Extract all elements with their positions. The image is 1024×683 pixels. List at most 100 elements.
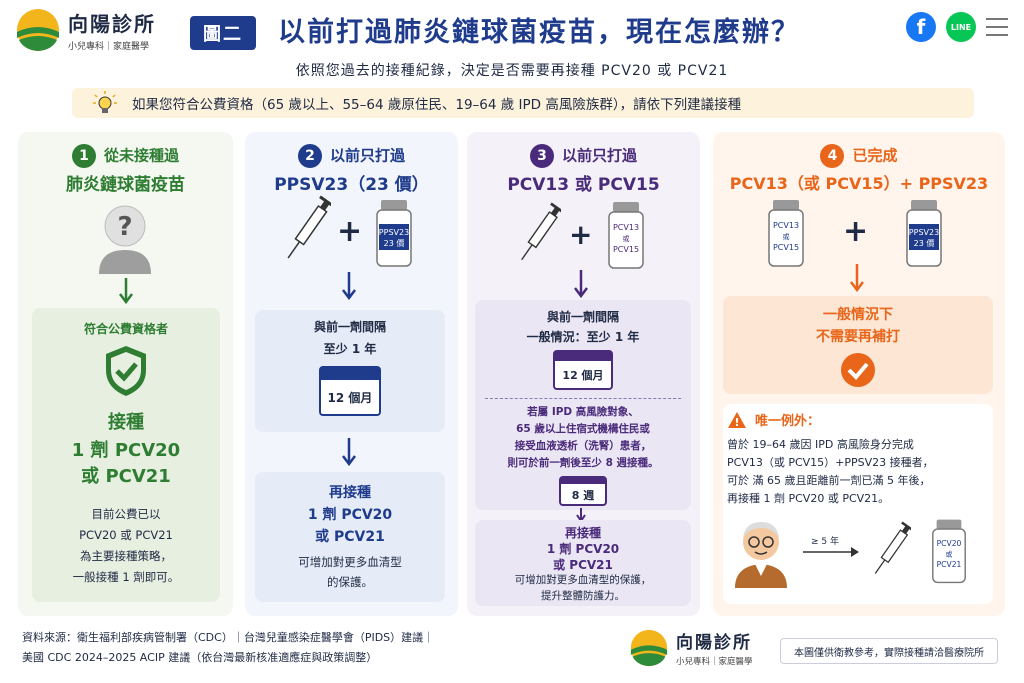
col3-recommendation-box: 再接種 1 劑 PCV20 或 PCV21 可增加對更多血清型的保護， 提升整體… [475,520,691,606]
sun-logo-icon [17,9,59,51]
exception-title: 唯一例外： [755,414,821,429]
plus-icon: + [843,214,869,249]
line-icon[interactable]: LINE [946,12,976,42]
warning-icon: ! [728,411,746,429]
col3-heading-line2: PCV13 或 PCV15 [507,175,660,195]
pcv20-vial-icon: PCV20 或 PCV21 [932,519,966,584]
sun-logo-icon [630,629,668,666]
col3-rec-line2: 1 劑 PCV20 [546,542,620,556]
ppsv23-vial-icon: PPSV23 23 價 [906,200,942,267]
plus-icon: + [337,214,363,249]
col1-recommendation-box: 符合公費資格者 接種 1 劑 PCV20 或 PCV21 目前公費已以 PCV2… [32,308,220,602]
col2-heading-line2: PPSV23（23 價） [274,175,429,195]
col1-rec-line1: 接種 [108,412,144,433]
svg-text:PCV21: PCV21 [937,560,962,569]
col4-exception-box: ! 唯一例外： 曾於 19–64 歲因 IPD 高風險身分完成 PCV13（或 … [723,404,993,604]
figure-tag: 圖二 [190,16,256,50]
col2-recommendation-box: 再接種 1 劑 PCV20 或 PCV21 可增加對更多血清型 的保護。 [255,472,445,602]
svg-text:或: 或 [623,234,630,243]
calendar-icon: 12 個月 [319,366,381,416]
col2-interval-line1: 與前一劑間隔 [313,320,386,334]
col3-interval-box: 與前一劑間隔 一般情況：至少 1 年 12 個月 若屬 IPD 高風險對象、 6… [475,300,691,510]
svg-text:或: 或 [946,550,953,559]
col3-risk-note: 若屬 IPD 高風險對象、 65 歲以上住宿式機構住民或 接受血液透析（洗腎）患… [507,406,659,469]
source-citation: 資料來源：衛生福利部疾病管制署（CDC）｜台灣兒童感染症醫學會（PIDS）建議｜… [22,631,435,664]
svg-text:PCV13: PCV13 [613,223,639,232]
col2-rec-line1: 再接種 [329,485,371,501]
banner-text: 如果您符合公費資格（65 歲以上、55–64 歲原住民、19–64 歲 IPD … [132,97,742,113]
svg-text:?: ? [117,212,132,242]
col4-number: 4 [820,144,845,168]
footer-logo[interactable]: 向陽診所 小兒專科｜家庭醫學 [630,628,753,667]
col1-eligible: 符合公費資格者 [83,322,168,336]
plus-icon: + [569,218,593,251]
calendar-icon: 8 週 [559,476,607,506]
col3-number: 3 [529,144,554,168]
col1-rec-line2: 1 劑 PCV20 [71,440,181,461]
check-circle-icon [841,353,875,387]
arrow-down-icon [574,270,588,298]
col3-note: 可增加對更多血清型的保護， 提升整體防護力。 [514,574,652,602]
svg-text:PPSV23: PPSV23 [379,228,409,237]
col2-interval-line2: 至少 1 年 [323,342,377,356]
question-person-icon: ? [99,205,151,274]
footer-logo-name: 向陽診所 [676,633,752,653]
svg-text:!: ! [734,416,739,429]
footer: 資料來源：衛生福利部疾病管制署（CDC）｜台灣兒童感染症醫學會（PIDS）建議｜… [0,620,1024,683]
syringe-icon [287,195,331,259]
syringe-icon [521,202,561,261]
col4-result-line1: 一般情況下 [823,307,893,323]
col3-interval-line1: 與前一劑間隔 [546,310,619,324]
svg-text:PCV13: PCV13 [773,221,799,230]
facebook-icon[interactable]: f [906,12,936,42]
disclaimer: 本圖僅供衛教參考，實際接種請洽醫療院所 [780,638,998,664]
col3-rec-line1: 再接種 [564,526,601,540]
clinic-logo[interactable]: 向陽診所 小兒專科｜家庭醫學 [16,8,156,52]
eligibility-banner: 如果您符合公費資格（65 歲以上、55–64 歲原住民、19–64 歲 IPD … [72,88,974,118]
header: 向陽診所 小兒專科｜家庭醫學 圖二 以前打過肺炎鏈球菌疫苗，現在怎麼辦？ f L… [0,0,1024,60]
col2-rec-line2: 1 劑 PCV20 [307,507,393,523]
social-bar: f LINE [906,12,1008,42]
logo-subtitle: 小兒專科｜家庭醫學 [68,42,150,52]
exception-text: 曾於 19–64 歲因 IPD 高風險身分完成 PCV13（或 PCV15）+P… [727,438,934,505]
svg-text:或: 或 [783,232,790,241]
arrow-down-icon [342,272,356,300]
elderly-man-icon [735,522,787,588]
lightbulb-icon [93,91,117,113]
calendar-icon: 12 個月 [553,350,613,390]
col3-rec-line3: 或 PCV21 [553,558,613,572]
ppsv23-vial-icon: PPSV23 23 價 [376,200,412,267]
shield-check-icon [106,346,146,396]
svg-text:23 價: 23 價 [914,239,935,248]
col4-result-box: 一般情況下 不需要再補打 [723,296,993,394]
col4-result-line2: 不需要再補打 [816,329,900,345]
col1-number: 1 [71,144,96,168]
arrow-right-icon [803,547,859,557]
svg-text:PPSV23: PPSV23 [909,228,939,237]
page-title: 以前打過肺炎鏈球菌疫苗，現在怎麼辦？ [278,17,800,48]
col2-rec-line3: 或 PCV21 [315,529,385,545]
col2-note: 可增加對更多血清型 的保護。 [298,555,402,589]
divider [485,398,681,399]
menu-icon[interactable] [986,18,1008,36]
subtitle: 依照您過去的接種紀錄，決定是否需要再接種 PCV20 或 PCV21 [295,63,729,79]
col4-heading-line2: PCV13（或 PCV15）+ PPSV23 [729,174,989,193]
arrow-down-icon [850,264,864,292]
logo-name: 向陽診所 [68,12,156,36]
pcv13-vial-icon: PCV13 或 PCV15 [608,202,644,269]
col1-heading-line2: 肺炎鏈球菌疫苗 [66,175,185,195]
svg-text:PCV15: PCV15 [613,245,639,254]
footer-logo-sub: 小兒專科｜家庭醫學 [676,657,753,667]
years-label: ≥ 5 年 [811,537,839,547]
col1-rec-line3: 或 PCV21 [81,466,171,487]
svg-text:23 價: 23 價 [384,239,405,248]
